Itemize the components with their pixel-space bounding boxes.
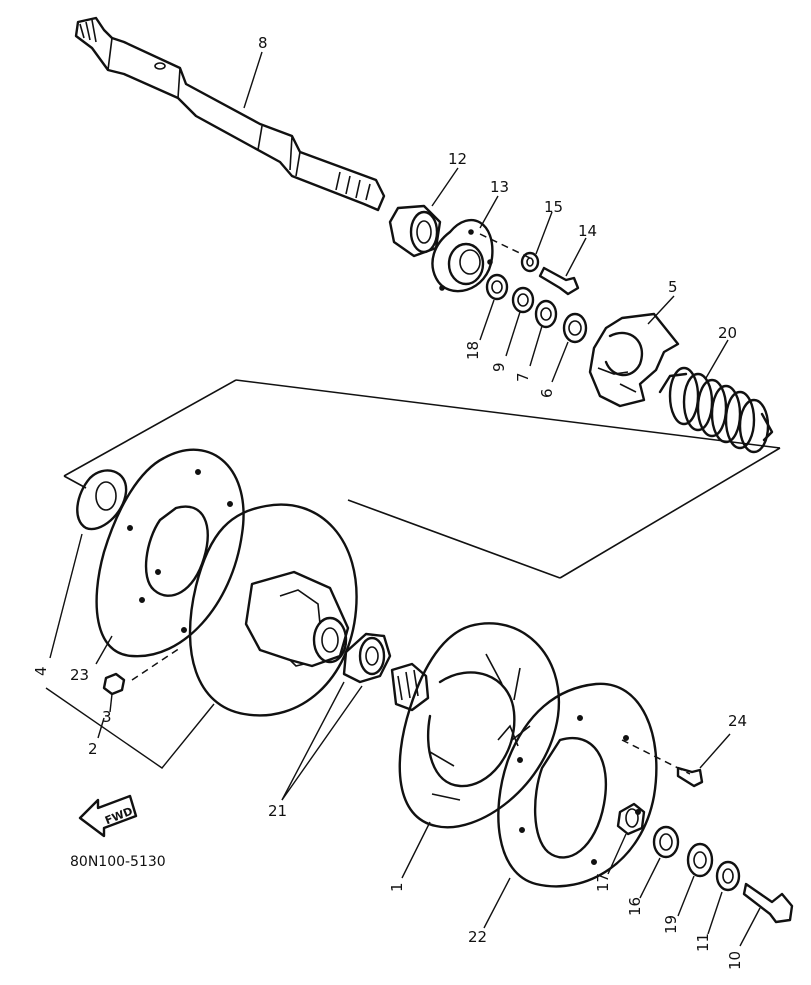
callout-22: 22 xyxy=(468,928,487,946)
callout-24: 24 xyxy=(728,712,747,730)
sheave-plate-part-23 xyxy=(95,448,245,658)
washer-part-9 xyxy=(511,286,535,314)
collar-part-17 xyxy=(616,802,646,836)
sheave-plate-part-22 xyxy=(497,682,658,888)
leader-lines xyxy=(45,51,761,947)
fixed-sheave-part-2 xyxy=(188,503,358,717)
spring-part xyxy=(658,366,774,454)
callout-21: 21 xyxy=(268,802,287,820)
callout-14: 14 xyxy=(578,222,597,240)
washer-part-11 xyxy=(715,860,741,892)
lockwasher-part-7 xyxy=(534,299,558,329)
callout-2: 2 xyxy=(88,740,98,758)
callout-9: 9 xyxy=(490,362,508,372)
callout-17: 17 xyxy=(594,873,612,892)
flange-plate-part xyxy=(431,219,494,293)
assembly-bracket-lines xyxy=(63,379,781,579)
bolt-part-14 xyxy=(538,266,580,296)
washer-part-16 xyxy=(652,825,680,859)
callout-11: 11 xyxy=(694,933,712,952)
callout-8: 8 xyxy=(258,34,268,52)
movable-sheave-part-1 xyxy=(390,622,561,829)
nut-part-15 xyxy=(520,251,540,273)
callout-12: 12 xyxy=(448,150,467,168)
callout-20: 20 xyxy=(718,324,737,342)
nut-part-3 xyxy=(102,672,126,696)
callout-10: 10 xyxy=(726,951,744,970)
callout-15: 15 xyxy=(544,198,563,216)
washer-part-18 xyxy=(485,273,509,301)
fwd-label: FWD xyxy=(103,805,135,828)
callout-13: 13 xyxy=(490,178,509,196)
callout-3: 3 xyxy=(102,708,112,726)
collar-part-4 xyxy=(76,469,128,531)
fwd-arrow: FWD xyxy=(78,794,138,838)
callout-16: 16 xyxy=(626,897,644,916)
shaft-part xyxy=(74,16,386,212)
callout-6: 6 xyxy=(538,388,556,398)
assembly-dashed-lines xyxy=(131,233,691,775)
bolt-part-10 xyxy=(742,882,794,924)
callout-4: 4 xyxy=(32,666,50,676)
screw-part-24 xyxy=(676,766,704,788)
bearing-part xyxy=(388,204,442,258)
bushing-part-21 xyxy=(342,632,392,684)
drawing-code: 80N100-5130 xyxy=(70,854,166,870)
callout-18: 18 xyxy=(464,341,482,360)
callout-7: 7 xyxy=(514,372,532,382)
callout-5: 5 xyxy=(668,278,678,296)
washer-part-6 xyxy=(562,312,588,344)
spring-seat-part xyxy=(588,312,680,408)
washer-part-19 xyxy=(686,842,714,878)
callout-labels: 8 12 13 15 14 5 20 18 9 7 6 4 23 3 2 21 … xyxy=(32,34,747,970)
callout-23: 23 xyxy=(70,666,89,684)
callout-1: 1 xyxy=(388,882,406,892)
callout-19: 19 xyxy=(662,915,680,934)
